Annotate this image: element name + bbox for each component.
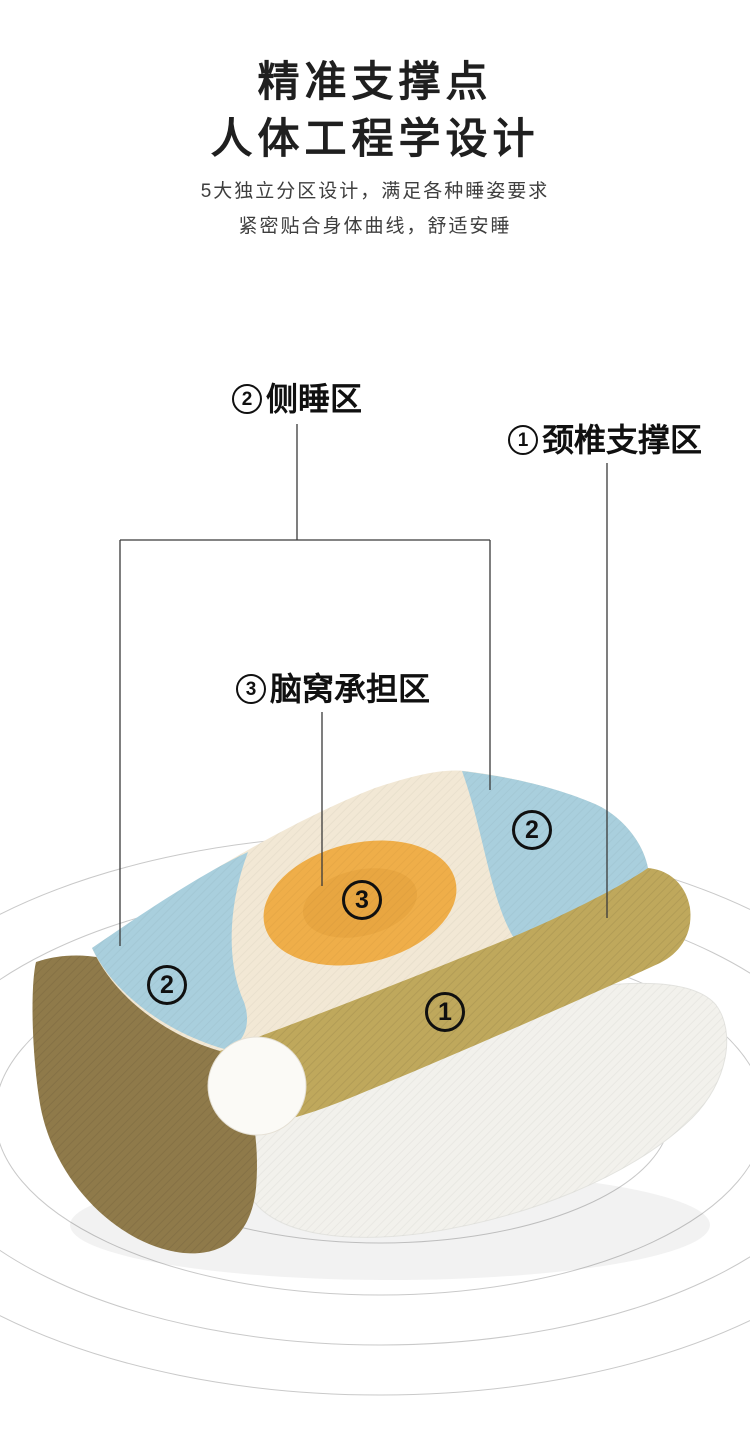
circled-number-icon: 1	[507, 425, 538, 455]
zone-marker-side-sleep-right: 2	[512, 810, 552, 850]
callout-line-side-sleep	[119, 424, 491, 946]
callout-label-head-hollow: 3 脑窝承担区	[235, 671, 431, 707]
circled-number-icon: 3	[235, 674, 266, 704]
zone-marker-side-sleep-left: 2	[147, 965, 187, 1005]
page-title-line1: 精准支撑点	[257, 60, 493, 106]
page-title-line2: 人体工程学设计	[210, 117, 540, 163]
circled-number-icon: 2	[231, 384, 262, 414]
roll-cross-section	[207, 1036, 307, 1136]
callout-text: 侧睡区	[265, 381, 363, 417]
fabric-texture-overlay	[233, 983, 727, 1238]
callout-label-side-sleep: 2 侧睡区	[231, 381, 363, 417]
callout-label-cervical: 1 颈椎支撑区	[507, 422, 703, 458]
subtitle-line2: 紧密贴合身体曲线，舒适安睡	[238, 216, 512, 237]
subtitle-line1: 5大独立分区设计，满足各种睡姿要求	[200, 181, 550, 202]
callout-text: 脑窝承担区	[269, 671, 431, 707]
zone-marker-head-hollow: 3	[342, 880, 382, 920]
callout-text: 颈椎支撑区	[541, 422, 703, 458]
zone-marker-cervical-support: 1	[425, 992, 465, 1032]
